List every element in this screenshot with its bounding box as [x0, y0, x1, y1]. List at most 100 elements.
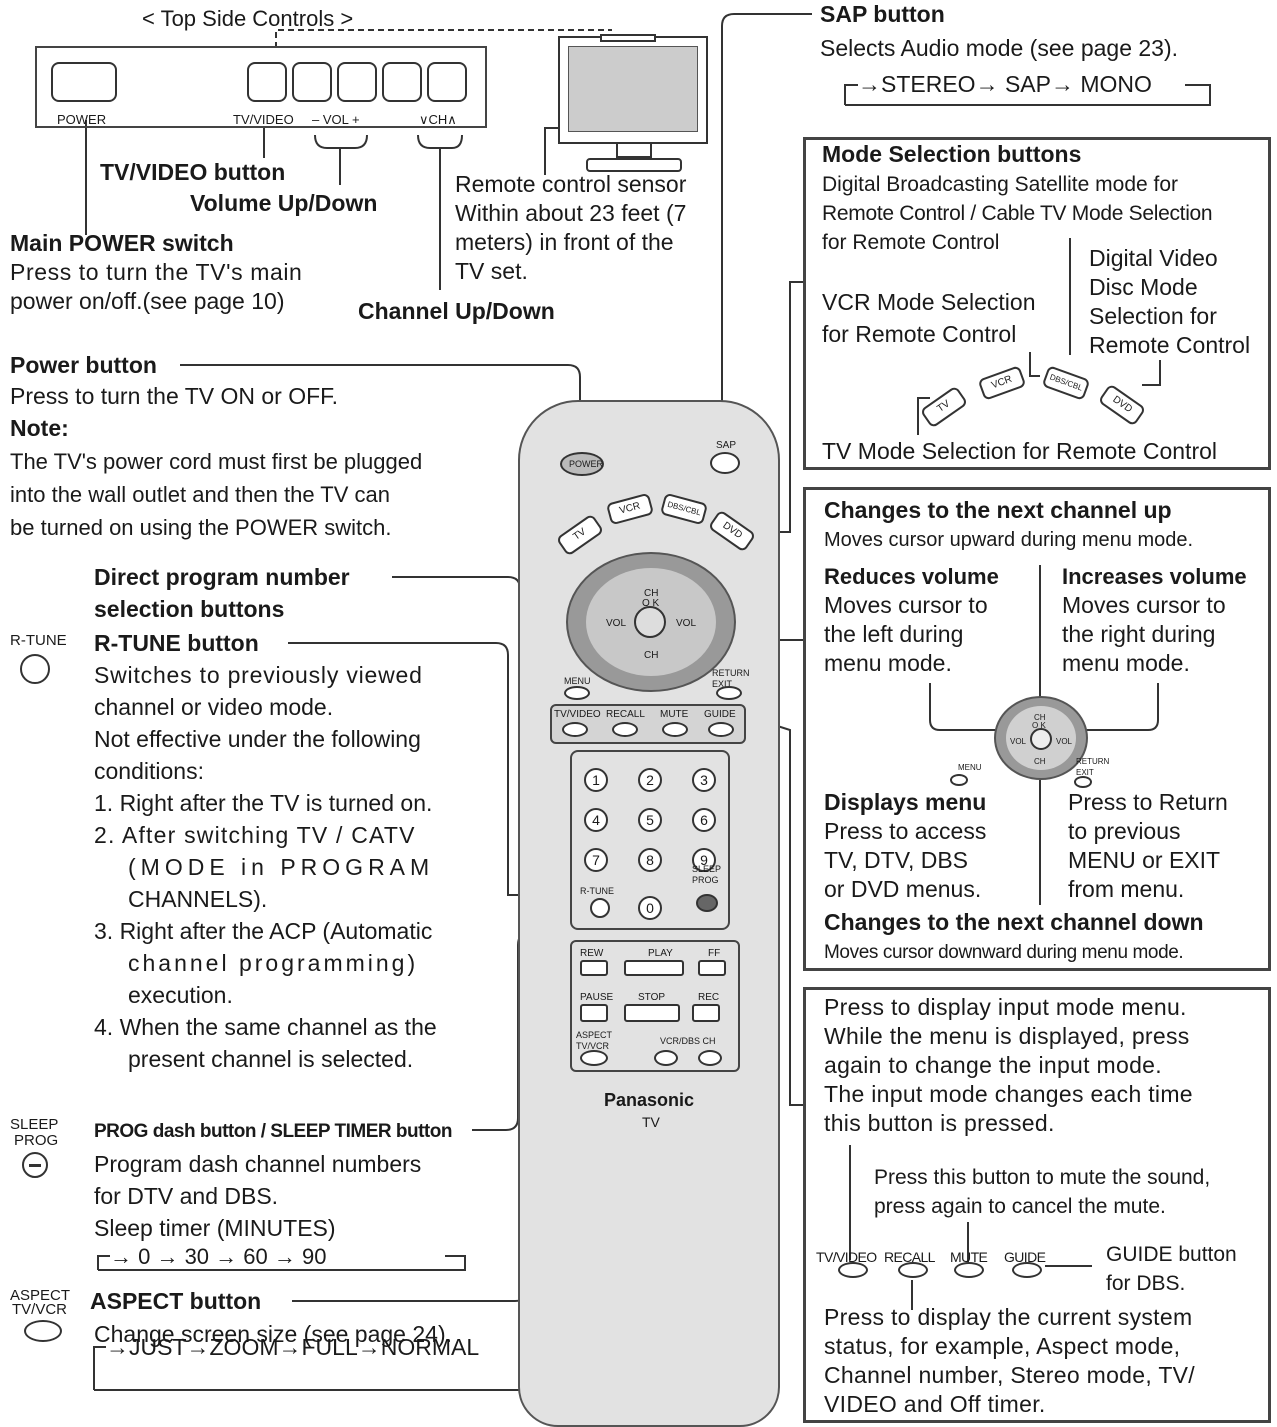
input-line-2: While the menu is displayed, press [824, 1023, 1190, 1049]
remote-num-1[interactable]: 1 [584, 768, 608, 792]
remote-tvvideo-button[interactable] [562, 722, 588, 737]
remote-dvd-button[interactable]: DVD [707, 509, 757, 553]
remote-stop-button[interactable] [624, 1004, 680, 1022]
main-power-desc-1: Press to turn the TV's main [10, 259, 303, 285]
remote-num-5[interactable]: 5 [638, 808, 662, 832]
remote-num-3[interactable]: 3 [692, 768, 716, 792]
main-power-switch[interactable] [51, 62, 117, 102]
sleep-icon-label-2: PROG [14, 1132, 59, 1149]
main-power-title: Main POWER switch [10, 230, 234, 256]
top-tvvideo-button[interactable] [247, 62, 287, 102]
aspect-icon-label-2: TV/VCR [12, 1301, 68, 1318]
remote-recall-button[interactable] [612, 722, 638, 737]
remote-dbs-button[interactable]: DBS/CBL [659, 492, 709, 526]
remote-rtune-button[interactable] [590, 898, 610, 918]
remote-return-label: RETURN EXIT [712, 668, 750, 689]
ch-label: ∨CH∧ [419, 112, 457, 127]
remote-pause-button[interactable] [580, 1004, 608, 1022]
remote-ch-up-button[interactable] [698, 1050, 722, 1066]
sleep-cycle: → 0 → 30 → 60 → 90 [110, 1244, 327, 1269]
remote-rtune-label: R-TUNE [580, 886, 614, 896]
top-vol-down-button[interactable] [292, 62, 332, 102]
input-guide-label: GUIDE [1004, 1249, 1046, 1265]
recall-line-1: Press to display the current system [824, 1304, 1193, 1330]
input-line-3: again to change the input mode. [824, 1052, 1162, 1078]
rtune-icon [20, 654, 50, 684]
input-recall-button [898, 1262, 928, 1278]
prog-title: PROG dash button / SLEEP TIMER button [94, 1121, 452, 1142]
condition-2b: (MODE in PROGRAM [128, 854, 435, 880]
remote-tv-button[interactable]: TV [555, 513, 605, 557]
remote-play-button[interactable] [624, 960, 684, 976]
mute-line-1: Press this button to mute the sound, [874, 1166, 1211, 1189]
remote-sleep-label: SLEEP PROG [692, 864, 721, 885]
sleep-icon-label-1: SLEEP [10, 1116, 59, 1133]
remote-power-button[interactable]: POWER [560, 452, 604, 476]
direct-title-1: Direct program number [94, 564, 350, 590]
remote-ch-down-button[interactable] [654, 1050, 678, 1066]
rtune-line-4: conditions: [94, 758, 204, 784]
remote-guide-button[interactable] [708, 722, 734, 737]
rtune-title: R-TUNE button [94, 630, 259, 656]
sensor-line-2: Within about 23 feet (7 [455, 200, 687, 226]
ch-up-desc: Moves cursor upward during menu mode. [824, 529, 1194, 551]
remote-rec-button[interactable] [692, 1004, 720, 1022]
return-line-1: Press to Return [1068, 789, 1228, 815]
top-ch-up-button[interactable] [427, 62, 467, 102]
aspect-desc: Change screen size (see page 24). [94, 1321, 452, 1347]
remote-mute-button[interactable] [662, 722, 688, 737]
remote-num-0[interactable]: 0 [638, 896, 662, 920]
channel-updown-title: Channel Up/Down [358, 298, 555, 324]
remote-num-4[interactable]: 4 [584, 808, 608, 832]
remote-menu-button[interactable] [564, 686, 590, 700]
vol-down-1: Moves cursor to [824, 592, 988, 618]
vcr-line-2: for Remote Control [822, 321, 1017, 347]
remote-dpad[interactable]: CH O K CH VOL VOL [566, 552, 736, 692]
aspect-icon-label-1: ASPECT [10, 1287, 71, 1304]
remote-num-2[interactable]: 2 [638, 768, 662, 792]
remote-numpad [570, 750, 730, 930]
remote-return-button[interactable] [716, 686, 742, 700]
prog-line-3: Sleep timer (MINUTES) [94, 1215, 336, 1241]
dvd-line-3: Selection for [1089, 303, 1217, 329]
input-line-1: Press to display input mode menu. [824, 994, 1187, 1020]
volume-updown-title: Volume Up/Down [190, 190, 378, 216]
menu-line-3: or DVD menus. [824, 876, 982, 902]
remote-sap-label: SAP [716, 440, 737, 451]
recall-line-2: status, for example, Aspect mode, [824, 1333, 1181, 1359]
dvd-line-1: Digital Video [1089, 245, 1218, 271]
condition-1: 1. Right after the TV is turned on. [94, 790, 433, 816]
remote-num-7[interactable]: 7 [584, 848, 608, 872]
condition-3c: execution. [128, 982, 233, 1008]
note-line-2: into the wall outlet and then the TV can [10, 482, 390, 507]
remote-aspect-button[interactable] [580, 1050, 608, 1066]
top-ch-down-button[interactable] [382, 62, 422, 102]
input-guide-button [1012, 1262, 1042, 1278]
ch-down-title: Changes to the next channel down [824, 909, 1204, 935]
remote-vcr-button[interactable]: VCR [605, 492, 655, 526]
mini-menu-label: MENU [958, 763, 982, 772]
vol-down-title: Reduces volume [824, 564, 999, 589]
remote-ff-button[interactable] [698, 960, 726, 976]
remote-tv-label: TV [642, 1114, 660, 1130]
input-mute-button [954, 1262, 984, 1278]
menu-line-1: Press to access [824, 818, 987, 844]
power-button-desc: Press to turn the TV ON or OFF. [10, 383, 339, 409]
remote-num-9[interactable]: 9 [692, 848, 716, 872]
note-title: Note: [10, 415, 69, 441]
remote-num-8[interactable]: 8 [638, 848, 662, 872]
remote-num-6[interactable]: 6 [692, 808, 716, 832]
mute-line-2: press again to cancel the mute. [874, 1195, 1166, 1218]
return-line-4: from menu. [1068, 876, 1185, 902]
remote-ok-button[interactable] [634, 606, 666, 638]
remote-sleep-prog-button[interactable] [696, 894, 718, 912]
remote-sap-button[interactable] [710, 452, 740, 474]
tv-set-illustration [556, 34, 714, 186]
guide-line-1: GUIDE button [1106, 1243, 1237, 1266]
remote-rew-button[interactable] [580, 960, 608, 976]
menu-line-2: TV, DTV, DBS [824, 847, 969, 873]
input-tvvideo-button [838, 1262, 868, 1278]
condition-2c: CHANNELS). [128, 886, 268, 912]
prog-line-2: for DTV and DBS. [94, 1183, 279, 1209]
top-vol-up-button[interactable] [337, 62, 377, 102]
